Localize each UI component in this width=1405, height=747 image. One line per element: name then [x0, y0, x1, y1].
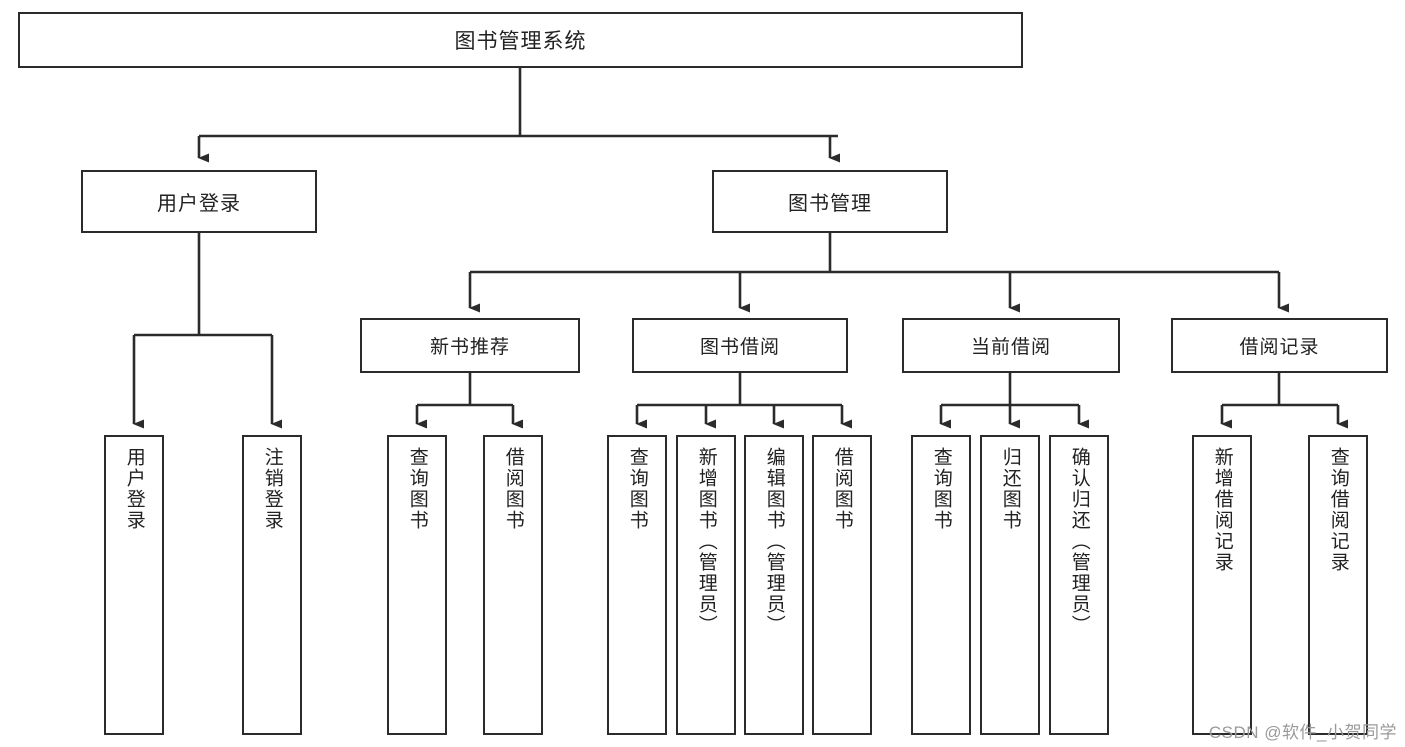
- leaf-label: 借阅图书: [502, 447, 524, 531]
- leaf-user-login-logout[interactable]: 注销登录: [242, 435, 302, 735]
- leaf-current-borrow-query[interactable]: 查询图书: [911, 435, 971, 735]
- leaf-current-borrow-confirm-return[interactable]: 确认归还（管理员）: [1049, 435, 1109, 735]
- node-current-borrow-label: 当前借阅: [970, 337, 1051, 358]
- leaf-label: 查询图书: [930, 447, 952, 531]
- leaf-borrow-record-add[interactable]: 新增借阅记录: [1192, 435, 1252, 735]
- leaf-label: 归还图书: [999, 447, 1021, 531]
- node-user-login-label: 用户登录: [157, 193, 241, 215]
- leaf-book-borrow-edit[interactable]: 编辑图书（管理员）: [744, 435, 804, 735]
- leaf-label: 编辑图书（管理员）: [763, 447, 785, 636]
- leaf-label: 查询借阅记录: [1327, 447, 1349, 573]
- node-book-management[interactable]: 图书管理: [712, 170, 948, 233]
- leaf-label: 用户登录: [123, 447, 145, 531]
- node-root-label: 图书管理系统: [454, 30, 587, 53]
- node-user-login[interactable]: 用户登录: [81, 170, 317, 233]
- leaf-new-book-query[interactable]: 查询图书: [387, 435, 447, 735]
- leaf-label: 借阅图书: [831, 447, 853, 531]
- leaf-current-borrow-return[interactable]: 归还图书: [980, 435, 1040, 735]
- leaf-label: 查询图书: [406, 447, 428, 531]
- node-current-borrow[interactable]: 当前借阅: [902, 318, 1120, 373]
- leaf-user-login-login[interactable]: 用户登录: [104, 435, 164, 735]
- node-book-management-label: 图书管理: [788, 193, 872, 215]
- leaf-borrow-record-query[interactable]: 查询借阅记录: [1308, 435, 1368, 735]
- leaf-book-borrow-query[interactable]: 查询图书: [607, 435, 667, 735]
- leaf-new-book-borrow[interactable]: 借阅图书: [483, 435, 543, 735]
- leaf-book-borrow-add[interactable]: 新增图书（管理员）: [676, 435, 736, 735]
- node-book-borrow[interactable]: 图书借阅: [632, 318, 848, 373]
- node-book-borrow-label: 图书借阅: [699, 337, 780, 358]
- leaf-label: 确认归还（管理员）: [1068, 447, 1090, 636]
- leaf-label: 新增图书（管理员）: [695, 447, 717, 636]
- node-borrow-record-label: 借阅记录: [1239, 337, 1320, 358]
- node-borrow-record[interactable]: 借阅记录: [1171, 318, 1388, 373]
- csdn-watermark: CSDN @软件_小贺同学: [1208, 723, 1397, 742]
- node-new-book-recommend-label: 新书推荐: [429, 337, 510, 358]
- node-root[interactable]: 图书管理系统: [18, 12, 1023, 68]
- leaf-label: 新增借阅记录: [1211, 447, 1233, 573]
- leaf-book-borrow-borrow[interactable]: 借阅图书: [812, 435, 872, 735]
- leaf-label: 查询图书: [626, 447, 648, 531]
- leaf-label: 注销登录: [261, 447, 283, 531]
- node-new-book-recommend[interactable]: 新书推荐: [360, 318, 580, 373]
